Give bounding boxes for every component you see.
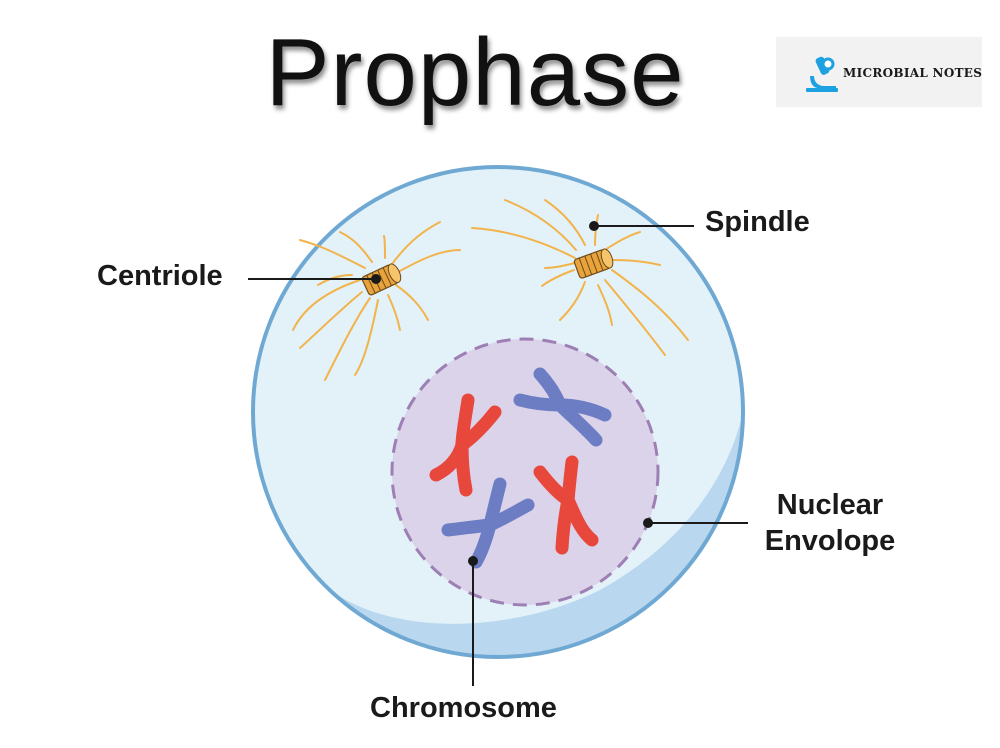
label-nuclear-envelope-line2: Envolope [764, 525, 896, 557]
microbial-notes-logo: MICROBIAL NOTES [776, 37, 982, 107]
label-chromosome: Chromosome [370, 692, 557, 724]
centriole-right [573, 248, 614, 279]
nuclear-envelope [390, 337, 660, 607]
spindle-fibers-right [471, 199, 689, 356]
page-title: Prophase [265, 19, 685, 126]
spindle-leader-dot [589, 221, 599, 231]
microscope-icon [806, 56, 838, 92]
cell-membrane [251, 165, 745, 659]
chromosome-red-2 [533, 455, 599, 555]
chromosome-leader-dot [468, 556, 478, 566]
label-nuclear-envelope: Nuclear Envolope [754, 487, 906, 559]
chromosome-blue-1 [513, 367, 612, 447]
chromosome-blue-2 [441, 477, 535, 569]
chromosome-red-1 [429, 393, 502, 497]
label-nuclear-envelope-line1: Nuclear [776, 489, 884, 521]
logo-text: MICROBIAL NOTES [843, 66, 983, 80]
nuclear-envelope-leader-dot [643, 518, 653, 528]
label-centriole: Centriole [97, 260, 223, 292]
centriole-leader-dot [371, 274, 381, 284]
label-spindle: Spindle [705, 206, 810, 238]
spindle-fibers-left [292, 221, 461, 381]
label-leaders [248, 221, 748, 686]
